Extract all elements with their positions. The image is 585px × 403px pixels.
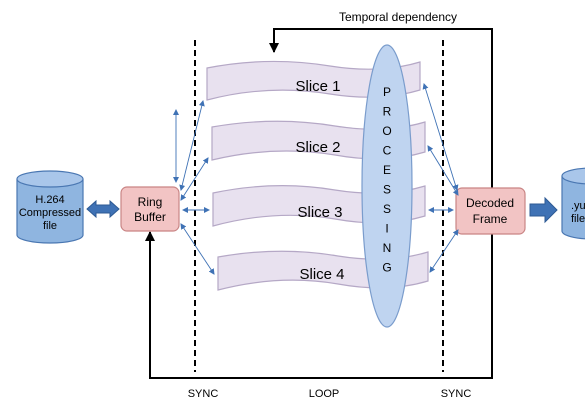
ring-buffer-label-2: Buffer [134,210,166,224]
slice-1 [206,60,421,101]
processing-letter: I [385,222,388,236]
processing-letter: E [383,163,391,177]
buffer-slice-connectors [173,100,215,275]
ring-buffer-box [120,186,180,232]
processing-letter: C [383,144,392,158]
decoded-frame-label-2: Frame [473,212,508,226]
processing-letter: N [383,241,392,255]
processing-letter: R [383,105,392,119]
slice-frame-connectors [422,83,459,273]
slice-3-label: Slice 3 [297,204,342,221]
slice-2-label: Slice 2 [295,139,340,156]
h264-file-label-1: H.264 [35,194,64,206]
h264-file-cylinder [16,170,84,244]
h264-file-label-2: Compressed [19,207,81,219]
processing-letter: P [383,85,391,99]
yuv-file-cylinder [561,167,585,240]
slice-1-label: Slice 1 [295,78,340,95]
h264-file-label-3: file [43,220,57,232]
processing-letter: S [383,202,391,216]
file-buffer-double-arrow [86,199,120,219]
slice-4-label: Slice 4 [299,266,344,283]
decoded-frame-label-1: Decoded [466,196,514,210]
ring-buffer-label-1: Ring [138,195,163,209]
sync-label-right: SYNC [441,388,472,400]
yuv-file-label-1: .yu [571,200,585,212]
decoded-frame-box [455,187,526,235]
temporal-dependency-label: Temporal dependency [339,10,457,24]
frame-output-arrow [529,196,558,224]
processing-letter: S [383,183,391,197]
processing-ellipse [361,44,413,328]
sync-label-left: SYNC [188,388,219,400]
loop-arrow [145,231,493,379]
processing-letter: G [382,261,391,275]
loop-label: LOOP [309,388,340,400]
processing-letter: O [382,124,391,138]
yuv-file-label-2: file [571,213,585,225]
